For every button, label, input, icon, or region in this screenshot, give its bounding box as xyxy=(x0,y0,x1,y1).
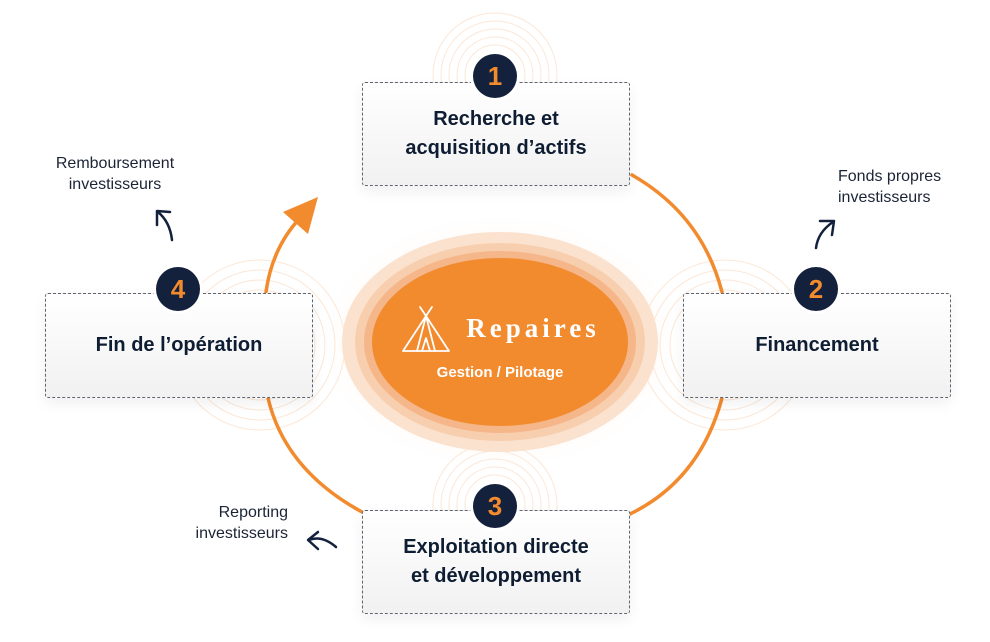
arrowhead-icon xyxy=(283,197,318,234)
center-logo: Repaires Gestion / Pilotage xyxy=(372,262,628,422)
tent-logo-icon xyxy=(402,305,451,352)
curved-arrow-icon xyxy=(306,530,338,551)
step-number-badge: 2 xyxy=(794,267,838,311)
curved-arrow-icon xyxy=(814,219,836,250)
step-label: Financement xyxy=(755,334,879,356)
step-label: Exploitation directe xyxy=(403,536,589,558)
cycle-arcs xyxy=(264,173,724,516)
note-text: Fonds propres xyxy=(838,168,942,185)
note-reporting: Reporting investisseurs xyxy=(170,502,288,544)
step-label: Fin de l’opération xyxy=(95,334,263,356)
note-text: investisseurs xyxy=(68,176,162,193)
note-text: Remboursement xyxy=(55,155,175,172)
step-box-recherche: Recherche et acquisition d’actifs xyxy=(362,82,630,186)
center-ellipse xyxy=(372,258,628,426)
brand-name: Repaires xyxy=(466,313,600,343)
step-label: et développement xyxy=(410,565,582,587)
note-remboursement: Remboursement investisseurs xyxy=(40,153,190,195)
step-number-badge: 4 xyxy=(156,267,200,311)
step-number-badge: 1 xyxy=(473,54,517,98)
step-label: acquisition d’actifs xyxy=(405,137,587,159)
note-text: investisseurs xyxy=(838,189,931,206)
note-text: investisseurs xyxy=(195,525,288,542)
step-number-badge: 3 xyxy=(473,484,517,528)
note-text: Reporting xyxy=(218,504,288,521)
center-subtitle: Gestion / Pilotage xyxy=(436,363,564,381)
curved-arrow-icon xyxy=(155,209,174,242)
note-fonds-propres: Fonds propres investisseurs xyxy=(838,166,968,208)
step-label: Recherche et xyxy=(433,108,559,130)
